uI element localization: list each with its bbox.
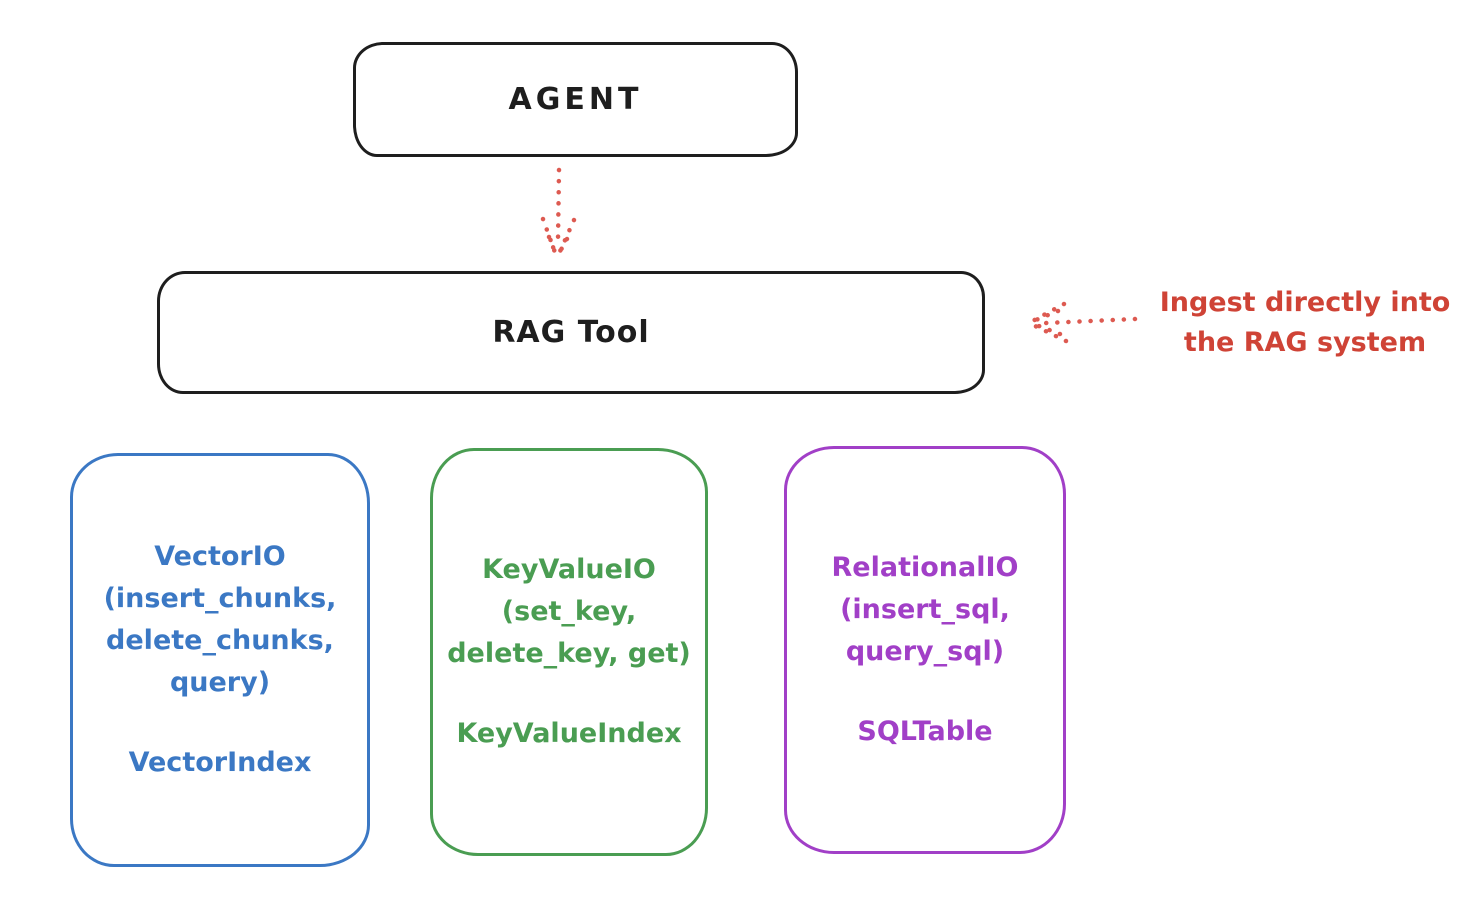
dotted-arrow-down-icon [540,167,577,261]
card-text-line: (insert_sql, [840,594,1010,625]
ingest-annotation-line2: the RAG system [1183,327,1427,358]
card-index-label: KeyValueIndex [456,718,682,749]
card-text-line: delete_key, get) [447,638,691,669]
agent-node-label: AGENT [508,82,643,117]
card-index-label: VectorIndex [128,747,312,778]
rag-tool-node-label: RAG Tool [492,315,650,350]
card-title: VectorIO [154,541,286,572]
card-relational-io: RelationalIO (insert_sql, query_sql) SQL… [784,446,1066,854]
ingest-annotation: Ingest directly into the RAG system [1140,283,1470,363]
card-index-label: SQLTable [857,716,993,747]
dotted-arrow-left-icon [1026,301,1138,344]
card-text-line: query) [169,667,271,698]
card-title: KeyValueIO [482,554,656,585]
card-text-line: (set_key, [501,596,637,627]
card-text-line: delete_chunks, [106,625,334,656]
card-keyvalue-io: KeyValueIO (set_key, delete_key, get) Ke… [430,448,708,856]
card-text-line: query_sql) [845,636,1005,667]
card-vector-io: VectorIO (insert_chunks, delete_chunks, … [70,453,370,867]
agent-node: AGENT [353,42,798,157]
ingest-annotation-line1: Ingest directly into [1159,287,1451,318]
card-text-line: (insert_chunks, [103,583,337,614]
rag-tool-node: RAG Tool [157,271,985,394]
card-title: RelationalIO [831,552,1019,583]
